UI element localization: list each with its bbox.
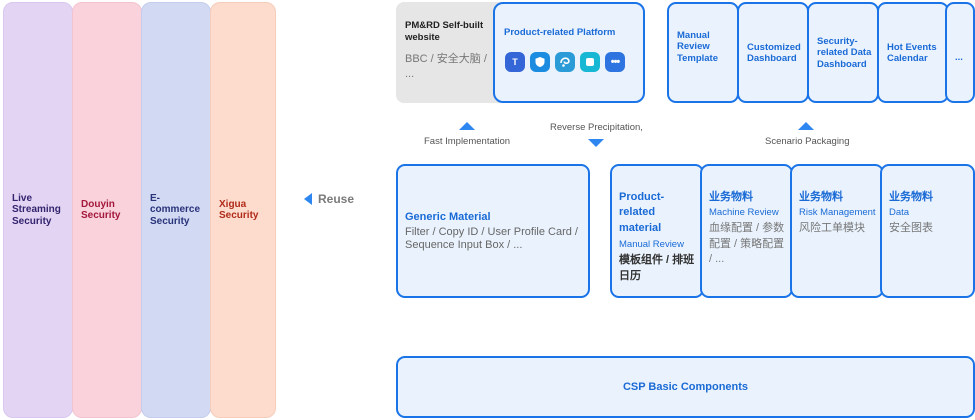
app-icon-square (580, 52, 600, 72)
column-label: Douyin Security (81, 198, 121, 222)
platform-title: Product-related Platform (504, 27, 616, 38)
material-subtitle: Manual Review (619, 239, 684, 250)
material-subtitle: Data (889, 207, 910, 218)
pmrd-title: PM&RD Self-built website (405, 20, 484, 43)
csp-label: CSP Basic Components (622, 381, 749, 393)
pmrd-website-box (396, 2, 500, 103)
reuse-connector: Reuse (304, 191, 354, 207)
material-title: Product-related material (619, 191, 665, 234)
security-data-dashboard-box: Security-related Data Dashboard (807, 2, 879, 103)
arrow-down-icon (588, 139, 604, 147)
column-ecommerce-security: E-commerce Security (141, 2, 211, 418)
data-material-box (880, 164, 975, 298)
more-dots-icon: ••• (605, 52, 625, 72)
column-live-streaming-security: Live Streaming Security (3, 2, 73, 418)
more-templates-box: ... (945, 2, 975, 103)
pmrd-subtitle: BBC / 安全大脑 / ... (405, 53, 487, 80)
manual-review-template-box: Manual Review Template (667, 2, 739, 103)
hot-events-calendar-box: Hot Events Calendar (877, 2, 949, 103)
material-title: 业务物料 (799, 191, 843, 203)
column-douyin-security: Douyin Security (72, 2, 142, 418)
material-title: 业务物料 (889, 191, 933, 203)
material-subtitle: Machine Review (709, 207, 779, 218)
column-label: Live Streaming Security (12, 192, 61, 227)
material-desc: 模板组件 / 排班日历 (619, 254, 695, 282)
machine-review-material-box (700, 164, 793, 298)
column-xigua-security: Xigua Security (210, 2, 276, 418)
csp-basic-components-box: CSP Basic Components (396, 356, 975, 418)
material-desc: 风险工单模块 (799, 222, 865, 234)
material-desc: 血缘配置 / 参数配置 / 策略配置 / ... (709, 222, 785, 266)
generic-material-desc: Filter / Copy ID / User Profile Card / S… (405, 226, 578, 252)
arrow-left-icon (304, 193, 312, 205)
reuse-label: Reuse (318, 192, 355, 206)
scenario-packaging-label: Scenario Packaging (765, 136, 850, 147)
generic-material-title: Generic Material (405, 211, 491, 223)
reverse-precipitation-label: Reverse Precipitation, (550, 122, 643, 133)
arrow-up-icon (459, 122, 475, 130)
product-material-box (610, 164, 704, 298)
material-desc: 安全图表 (889, 222, 933, 234)
material-subtitle: Risk Management (799, 207, 876, 218)
risk-management-material-box (790, 164, 884, 298)
column-label: Xigua Security (219, 198, 259, 222)
app-icon-row: T ••• (505, 52, 625, 72)
material-title: 业务物料 (709, 191, 753, 203)
customized-dashboard-box: Customized Dashboard (737, 2, 809, 103)
fast-implementation-label: Fast Implementation (424, 136, 511, 147)
generic-material-box (396, 164, 590, 298)
column-label: E-commerce Security (150, 192, 201, 227)
arrow-up-icon (798, 122, 814, 130)
app-icon-shield (530, 52, 550, 72)
app-icon-swirl (555, 52, 575, 72)
app-icon-t: T (505, 52, 525, 72)
